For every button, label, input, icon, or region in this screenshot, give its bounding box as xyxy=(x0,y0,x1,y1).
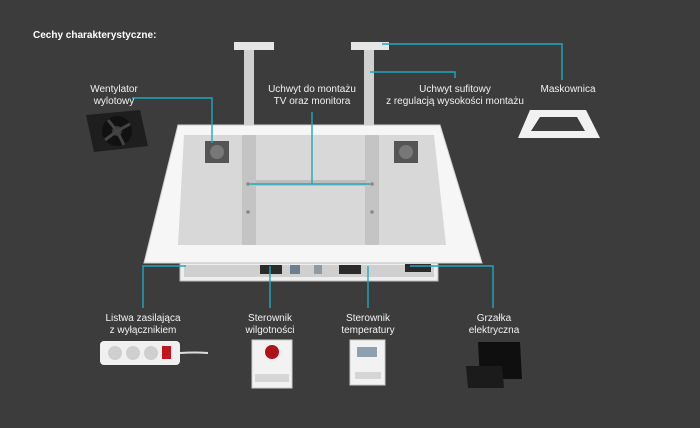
heading: Cechy charakterystyczne: xyxy=(33,30,157,41)
internal-fan-right-icon xyxy=(394,141,418,163)
under-component-icon xyxy=(260,265,282,274)
under-component-icon xyxy=(405,264,431,272)
label-mask: Maskownica xyxy=(540,84,596,95)
exhaust-fan-icon xyxy=(86,110,148,152)
humidity-controller-icon xyxy=(251,339,293,389)
under-component-icon xyxy=(290,265,300,274)
under-component-icon xyxy=(339,265,361,274)
ceiling-mount xyxy=(234,42,389,132)
power-strip-icon xyxy=(100,341,209,365)
internal-fan-left-icon xyxy=(205,141,229,163)
heater-icon xyxy=(466,342,522,388)
callout-lines xyxy=(132,43,563,308)
under-component-icon xyxy=(314,265,322,274)
housing-frame xyxy=(143,124,483,282)
mask-frame-icon xyxy=(518,110,600,138)
temperature-controller-icon xyxy=(349,339,386,386)
